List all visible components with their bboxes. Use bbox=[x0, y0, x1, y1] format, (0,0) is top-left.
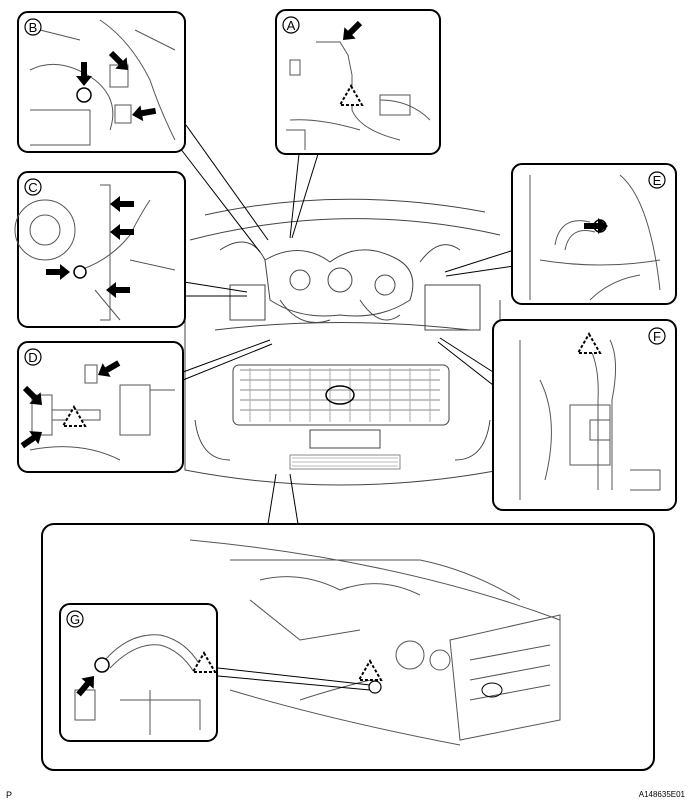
car-front-illustration bbox=[184, 198, 501, 486]
panel-label-e: E bbox=[653, 173, 662, 188]
detail-panel-c bbox=[14, 171, 186, 328]
panel-label-c: C bbox=[28, 180, 37, 195]
badge-g bbox=[66, 610, 84, 628]
footer-figure-code: A148635E01 bbox=[638, 790, 685, 799]
panel-label-f: F bbox=[653, 329, 661, 344]
detail-panel-g bbox=[59, 603, 218, 742]
badge-e bbox=[648, 171, 666, 189]
badge-d bbox=[24, 348, 42, 366]
badge-a bbox=[282, 16, 300, 34]
detail-panel-a bbox=[275, 9, 441, 155]
panel-label-b: B bbox=[29, 20, 38, 35]
panel-label-a: A bbox=[287, 18, 296, 33]
badge-c bbox=[24, 178, 42, 196]
footer-page-mark: P bbox=[6, 790, 13, 800]
detail-panel-f bbox=[492, 319, 677, 511]
detail-panel-d bbox=[17, 341, 184, 473]
detail-panel-b bbox=[17, 11, 186, 153]
badge-f bbox=[648, 327, 666, 345]
detail-panel-e bbox=[511, 163, 677, 305]
leader-lines bbox=[179, 124, 515, 525]
panel-label-g: G bbox=[70, 612, 80, 627]
panel-label-d: D bbox=[28, 350, 37, 365]
badge-b bbox=[24, 18, 42, 36]
